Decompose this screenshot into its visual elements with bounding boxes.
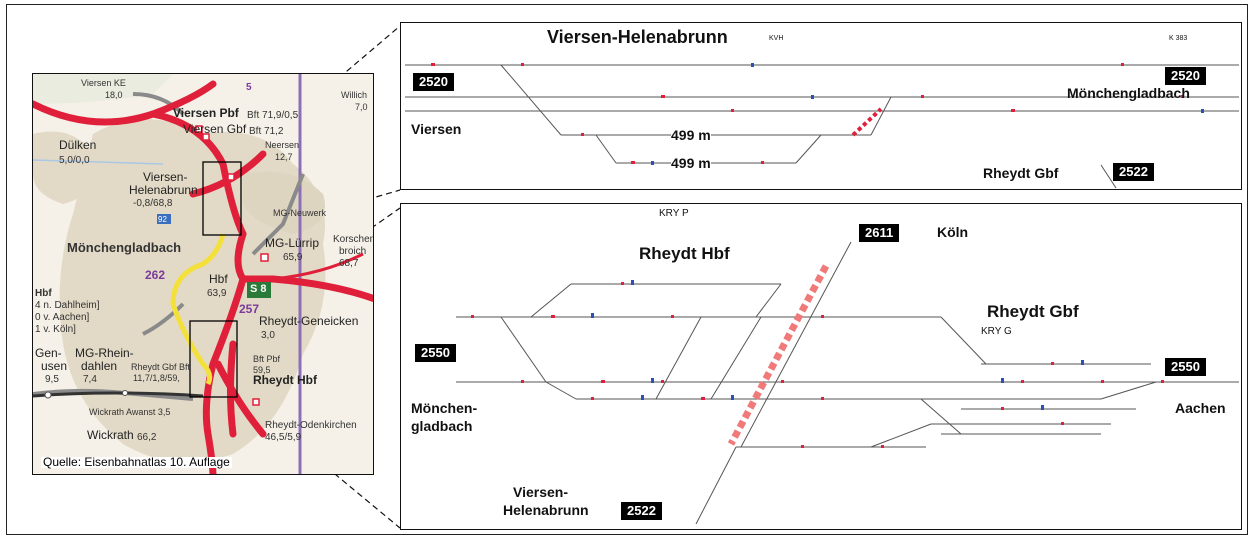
- label-viersen-gbf-km: Bft 71,2: [249, 126, 284, 137]
- label-gen-km: 9,5: [45, 374, 59, 385]
- label-wickrath-km: 66,2: [137, 432, 157, 443]
- label-rheydt-pbf-km: 59,5: [253, 365, 271, 375]
- label-viersen-ke: Viersen KE: [81, 78, 126, 88]
- label-gen-2: usen: [41, 359, 68, 373]
- label-hbf-left: Hbf: [35, 288, 52, 299]
- label-hbf-list-3: 1 v. Köln]: [35, 324, 76, 335]
- label-neersen: Neersen: [265, 140, 300, 150]
- label-five: 5: [246, 82, 252, 93]
- label-duelken: Dülken: [59, 138, 97, 152]
- track-diagram-viersen-helenabrunn: Viersen-Helenabrunn KVH K 383 2520 2520 …: [400, 22, 1242, 190]
- label-rheydt-gbf-map: Rheydt Gbf Bft: [131, 362, 191, 372]
- label-gen-1: Gen-: [35, 346, 62, 360]
- label-viersen-pbf: Viersen Pbf: [173, 106, 239, 120]
- label-duelken-km: 5,0/0,0: [59, 155, 90, 166]
- label-mg-rheindahlen-1: MG-Rhein-: [75, 346, 134, 360]
- label-257: 257: [239, 302, 260, 316]
- badge-2550-left: 2550: [415, 344, 456, 362]
- label-rheydt-odenkirchen: Rheydt-Odenkirchen: [265, 420, 357, 431]
- label-s8: S 8: [250, 283, 267, 295]
- label-rheydt-gbf-map-km: 11,7/1,8/59,: [133, 373, 180, 383]
- label-wickrath: Wickrath: [87, 428, 134, 442]
- top-label-viersen: Viersen: [411, 121, 462, 137]
- label-willich-km: 7,0: [355, 102, 368, 112]
- bottom-label-aachen: Aachen: [1175, 400, 1226, 416]
- label-rheydt-pbf: Bft Pbf: [253, 354, 281, 364]
- label-neersen-km: 12,7: [275, 152, 293, 162]
- map-graphic: [33, 74, 373, 474]
- label-mg-luerrip: MG-Lürrip: [265, 236, 320, 250]
- top-label-rheydt-gbf: Rheydt Gbf: [983, 165, 1059, 181]
- length-track-1: 499 m: [671, 127, 711, 143]
- bottom-code-kry-p: KRY P: [659, 208, 689, 219]
- bottom-label-mg-1: Mönchen-: [411, 400, 478, 416]
- map-panel: Viersen KE 18,0 5 Willich 7,0 Viersen Pb…: [32, 73, 374, 475]
- label-korschenbroich-2: broich: [339, 246, 367, 257]
- bottom-label-helen-2: Helenabrunn: [503, 502, 589, 518]
- label-rheydt-geneicken: Rheydt-Geneicken: [259, 314, 359, 328]
- badge-2611: 2611: [859, 224, 900, 242]
- label-wickrath-avanst: Wickrath Awanst 3,5: [89, 407, 171, 417]
- bottom-label-rheydt-hbf: Rheydt Hbf: [639, 244, 730, 263]
- label-korschenbroich-km: 68,7: [339, 258, 359, 269]
- top-k-code: K 383: [1169, 35, 1188, 42]
- badge-2522-bottom: 2522: [621, 502, 662, 520]
- badge-2550-right: 2550: [1165, 358, 1206, 376]
- top-label-moenchengladbach: Mönchengladbach: [1067, 85, 1190, 101]
- label-ninety-two: 92: [158, 215, 167, 224]
- badge-2522-top: 2522: [1113, 163, 1154, 181]
- label-viersen-pbf-km: Bft 71,9/0,5: [247, 110, 299, 121]
- label-moenchengladbach: Mönchengladbach: [67, 240, 182, 255]
- top-track-graphic: [405, 63, 1239, 189]
- label-helenabrunn-1: Viersen-: [143, 170, 188, 184]
- track-diagram-rheydt: KRY P 2611 Köln Rheydt Hbf Rheydt Gbf KR…: [400, 203, 1242, 530]
- label-mg-neuwerk: MG-Neuwerk: [273, 208, 327, 218]
- label-helenabrunn-2: Helenabrunn: [129, 183, 198, 197]
- label-hbf-km: 63,9: [207, 288, 227, 299]
- bottom-code-kry-g: KRY G: [981, 326, 1012, 337]
- bottom-label-koeln: Köln: [937, 224, 969, 240]
- label-hbf: Hbf: [209, 272, 228, 286]
- label-262: 262: [145, 268, 166, 282]
- label-korschenbroich-1: Korschen-: [333, 234, 373, 245]
- bottom-label-rheydt-gbf: Rheydt Gbf: [987, 302, 1079, 321]
- label-rheydt-geneicken-km: 3,0: [261, 330, 275, 341]
- figure-frame: [6, 4, 1248, 535]
- badge-2520-right: 2520: [1165, 67, 1206, 85]
- bottom-track-graphic: [456, 241, 1239, 525]
- bottom-label-mg-2: gladbach: [411, 418, 473, 434]
- label-viersen-gbf: Viersen Gbf: [183, 122, 247, 136]
- top-code: KVH: [769, 35, 784, 42]
- badge-2520-left: 2520: [413, 73, 454, 91]
- label-rheydt-hbf-map: Rheydt Hbf: [253, 373, 317, 387]
- label-hbf-list-1: 4 n. Dahlheim]: [35, 300, 100, 311]
- top-title: Viersen-Helenabrunn: [547, 27, 728, 47]
- label-mg-rheindahlen-km: 7,4: [83, 374, 97, 385]
- label-mg-rheindahlen-2: dahlen: [81, 359, 118, 373]
- length-track-2: 499 m: [671, 155, 711, 171]
- label-rheydt-odenkirchen-km: 46,5/5,9: [265, 432, 302, 443]
- bottom-label-helen-1: Viersen-: [513, 484, 568, 500]
- label-mg-luerrip-km: 65,9: [283, 252, 303, 263]
- label-willich: Willich: [341, 90, 367, 100]
- label-viersen-ke-km: 18,0: [105, 90, 123, 100]
- label-hbf-list-2: 0 v. Aachen]: [35, 312, 90, 323]
- map-source-caption: Quelle: Eisenbahnatlas 10. Auflage: [41, 455, 232, 469]
- label-helenabrunn-km: -0,8/68,8: [133, 198, 173, 209]
